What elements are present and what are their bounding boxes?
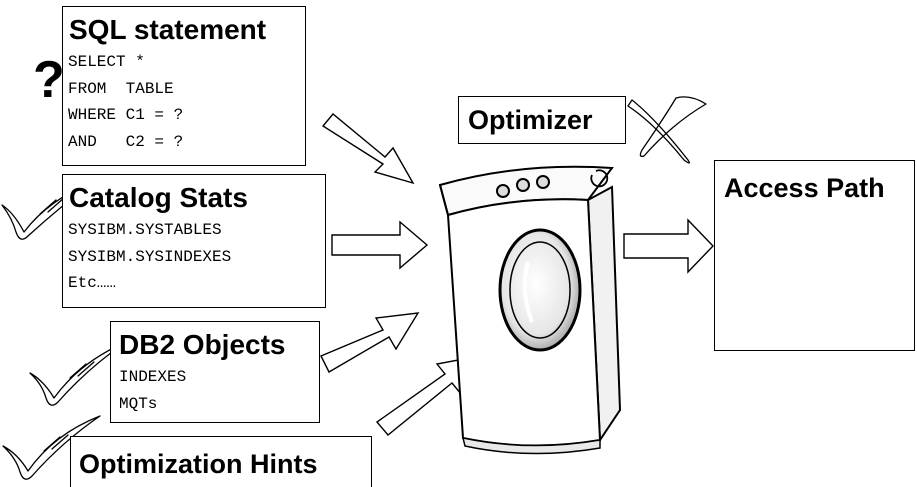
sql-line: FROM TABLE xyxy=(68,79,174,98)
db2-objects-list: INDEXES MQTs xyxy=(119,364,186,417)
checkmark-icon-db2 xyxy=(29,341,127,406)
crossmark-icon xyxy=(627,96,707,164)
catalog-line: SYSIBM.SYSINDEXES xyxy=(68,247,232,266)
sql-statement-code: SELECT * FROM TABLE WHERE C1 = ? AND C2 … xyxy=(68,49,183,155)
optimization-hints-box: Optimization Hints xyxy=(70,436,372,487)
question-mark-icon: ? xyxy=(33,51,65,109)
catalog-line: Etc…… xyxy=(68,274,117,292)
optimizer-box: Optimizer xyxy=(458,96,626,144)
sql-line: AND C2 = ? xyxy=(68,132,184,151)
arrow-db2-to-optimizer xyxy=(320,312,420,373)
db2-objects-box: DB2 Objects INDEXES MQTs xyxy=(110,321,320,423)
db2-line: INDEXES xyxy=(119,368,187,386)
optimization-hints-title: Optimization Hints xyxy=(79,449,318,479)
arrow-optimizer-to-access-path xyxy=(623,218,714,274)
sql-line: SELECT * xyxy=(68,53,145,71)
catalog-stats-list: SYSIBM.SYSTABLES SYSIBM.SYSINDEXES Etc…… xyxy=(68,217,231,297)
db2-line: MQTs xyxy=(119,394,158,413)
sql-statement-title: SQL statement xyxy=(69,14,267,45)
access-path-title: Access Path xyxy=(724,173,885,203)
washing-machine-icon xyxy=(438,165,622,455)
sql-line: WHERE C1 = ? xyxy=(68,106,184,124)
arrow-sql-to-optimizer xyxy=(321,113,415,185)
catalog-stats-title: Catalog Stats xyxy=(69,182,248,213)
catalog-stats-box: Catalog Stats SYSIBM.SYSTABLES SYSIBM.SY… xyxy=(62,174,326,308)
catalog-line: SYSIBM.SYSTABLES xyxy=(68,221,222,239)
sql-statement-box: SQL statement SELECT * FROM TABLE WHERE … xyxy=(62,6,306,166)
optimizer-title: Optimizer xyxy=(468,105,593,135)
access-path-box: Access Path xyxy=(714,160,915,351)
arrow-catalog-to-optimizer xyxy=(331,220,429,270)
db2-objects-title: DB2 Objects xyxy=(119,329,286,360)
